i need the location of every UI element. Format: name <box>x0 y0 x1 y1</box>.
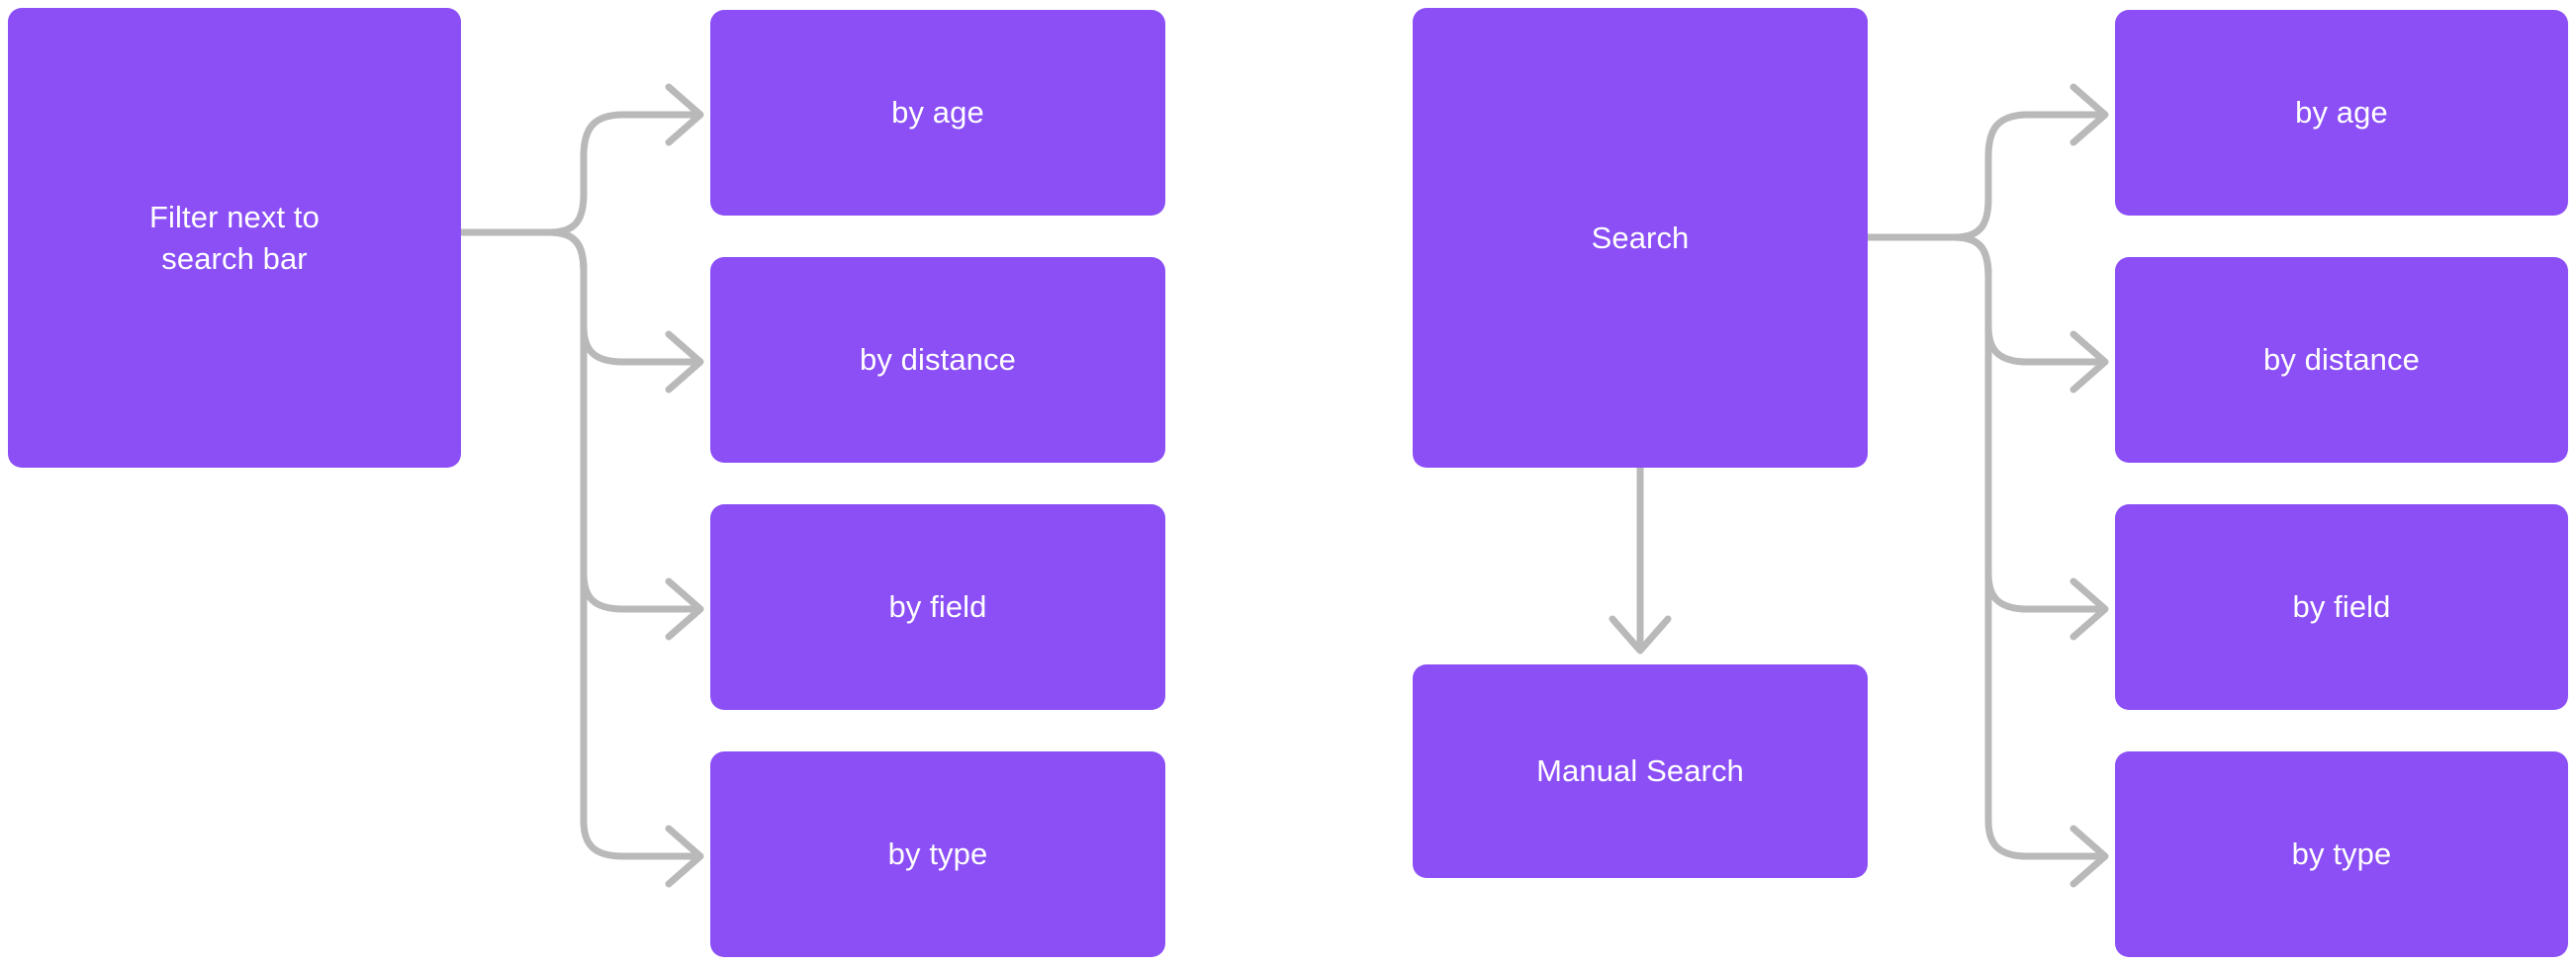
node-search-by-distance[interactable]: by distance <box>2115 257 2568 463</box>
node-filter-next-to-search-bar[interactable]: Filter next to search bar <box>8 8 461 468</box>
node-label: by age <box>2295 95 2388 131</box>
node-search-by-type[interactable]: by type <box>2115 751 2568 957</box>
node-search-by-age[interactable]: by age <box>2115 10 2568 216</box>
edge-filter-to-by-field <box>457 228 704 641</box>
node-label: by field <box>2292 589 2391 625</box>
node-label: Filter next to search bar <box>149 199 320 276</box>
node-label: by distance <box>2263 342 2420 378</box>
node-label: Search <box>1591 220 1690 255</box>
node-label: Manual Search <box>1536 753 1744 789</box>
edge-filter-to-by-age <box>457 83 704 236</box>
edge-search-to-by-distance <box>1864 233 2109 394</box>
node-label: by distance <box>860 342 1016 378</box>
edge-search-to-by-type <box>1864 233 2109 888</box>
node-search[interactable]: Search <box>1413 8 1868 468</box>
node-filter-by-distance[interactable]: by distance <box>710 257 1165 463</box>
edge-search-to-by-field <box>1864 233 2109 641</box>
node-filter-by-age[interactable]: by age <box>710 10 1165 216</box>
node-label: by type <box>2291 836 2392 872</box>
edge-filter-to-by-distance <box>457 228 704 394</box>
edge-search-to-manual-search <box>1609 464 1672 655</box>
edge-filter-to-by-type <box>457 228 704 888</box>
node-label: by age <box>891 95 984 131</box>
edge-search-to-by-age <box>1864 83 2109 241</box>
node-label: by field <box>888 589 987 625</box>
node-filter-by-field[interactable]: by field <box>710 504 1165 710</box>
node-filter-by-type[interactable]: by type <box>710 751 1165 957</box>
node-search-by-field[interactable]: by field <box>2115 504 2568 710</box>
node-label: by type <box>887 836 988 872</box>
node-manual-search[interactable]: Manual Search <box>1413 664 1868 878</box>
